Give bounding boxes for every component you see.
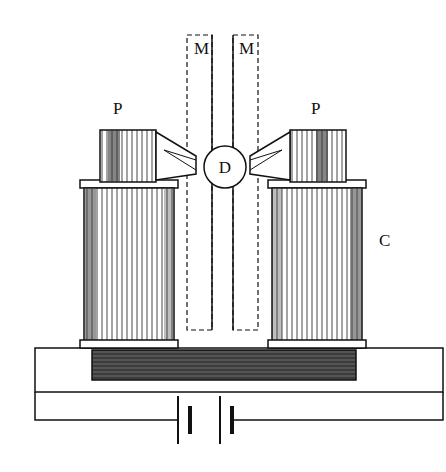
wire bbox=[35, 392, 178, 420]
wire bbox=[232, 392, 443, 420]
part-label: M bbox=[238, 40, 255, 57]
part-label: P bbox=[112, 100, 123, 117]
dashed-band bbox=[187, 35, 212, 330]
circle-node: D bbox=[203, 145, 247, 189]
coil bbox=[268, 180, 366, 348]
part-label: M bbox=[193, 40, 210, 57]
pole-piece bbox=[100, 130, 196, 182]
part-label: P bbox=[310, 100, 321, 117]
battery-symbol bbox=[178, 396, 232, 444]
part-label: C bbox=[378, 232, 391, 249]
pole-piece bbox=[250, 130, 346, 182]
coil bbox=[80, 180, 178, 348]
iron-yoke bbox=[92, 350, 356, 380]
base-board bbox=[35, 348, 443, 392]
node-text: D bbox=[219, 159, 231, 176]
